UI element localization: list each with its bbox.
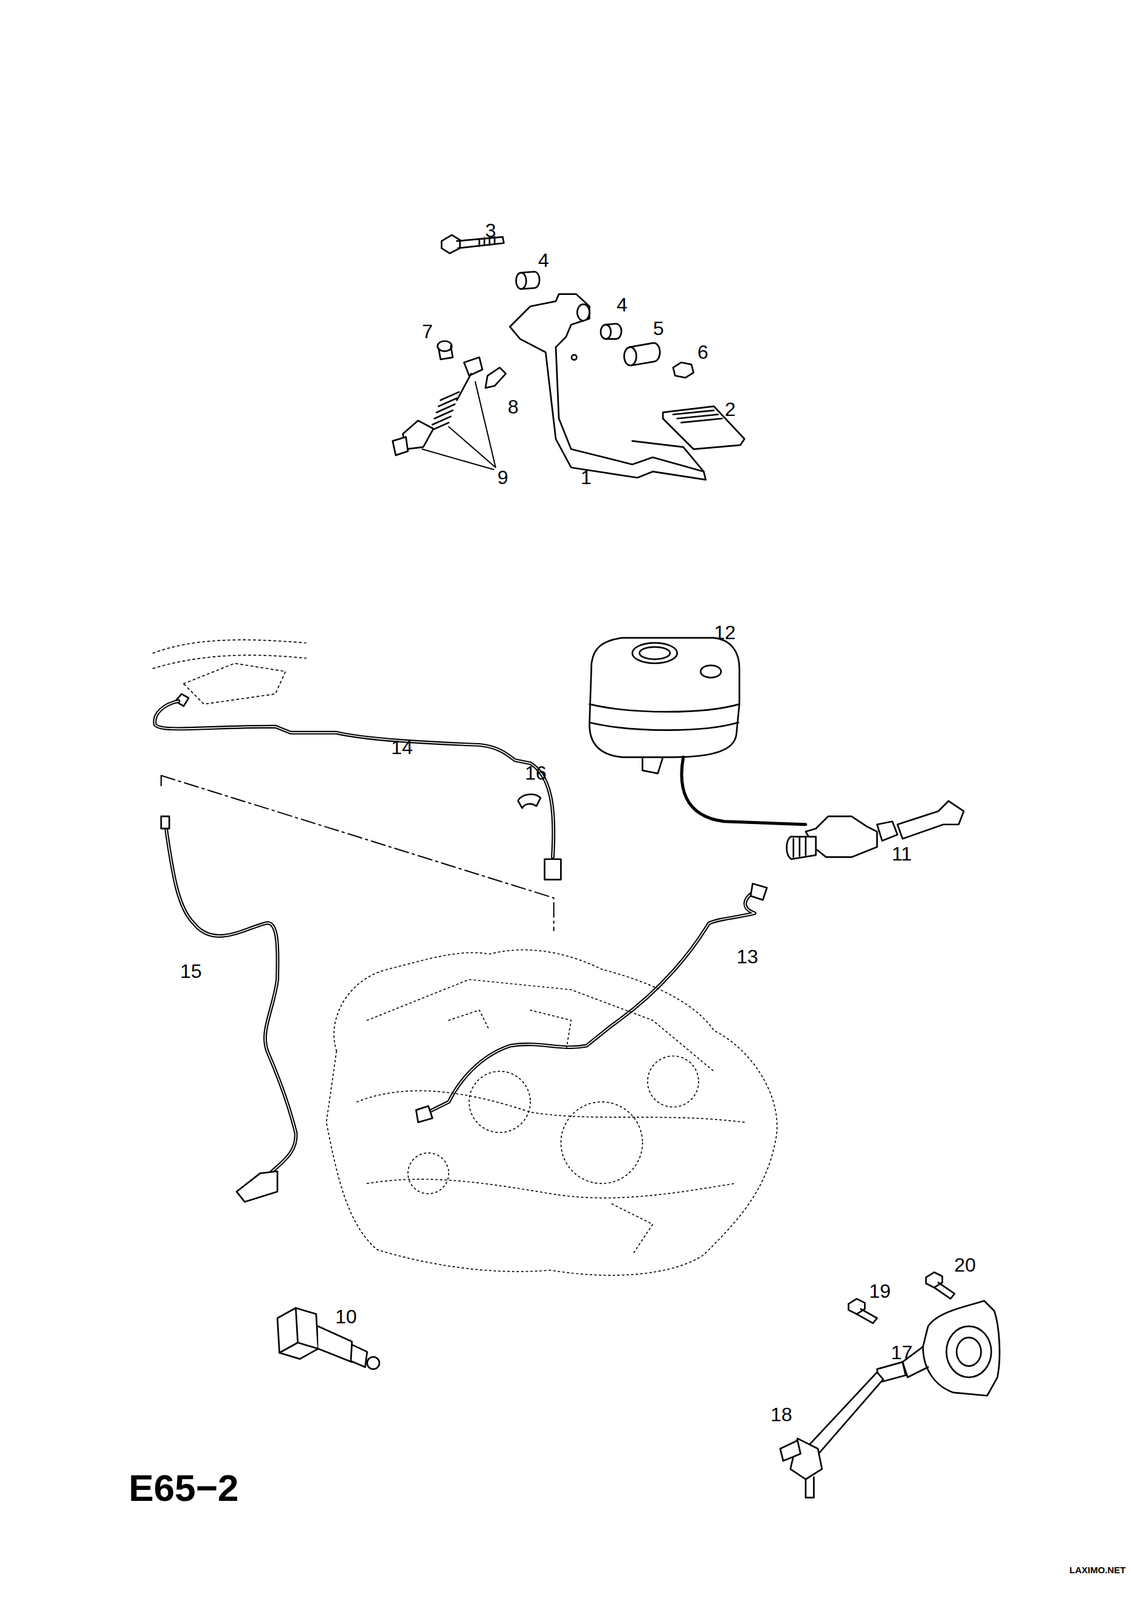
callout-number: 8 [507, 397, 519, 417]
callout-number: 1 [580, 467, 592, 488]
callout-number: 2 [724, 399, 736, 419]
callout-number: 18 [770, 1404, 793, 1425]
callout-number: 4 [616, 294, 628, 315]
callout-number: 10 [335, 1306, 357, 1327]
callout-number: 17 [890, 1342, 913, 1363]
callout-number: 11 [891, 843, 912, 864]
callout-number: 14 [390, 737, 413, 758]
pedal-assembly [392, 234, 745, 480]
callout-number: 9 [497, 467, 509, 488]
callout-number: 12 [713, 622, 736, 643]
ghost-outline [153, 639, 307, 705]
callout-number: 7 [421, 321, 433, 342]
reservoir [415, 637, 964, 1123]
watermark: LAXIMO.NET [1069, 1565, 1127, 1575]
callout-number: 16 [524, 763, 547, 783]
callout-number: 5 [653, 318, 665, 339]
callout-number: 4 [538, 250, 550, 270]
pipe [155, 693, 562, 1202]
slave-cylinder [780, 1272, 1000, 1498]
callout-number: 15 [179, 961, 202, 981]
callout-number: 19 [868, 1281, 891, 1301]
callout-number: 3 [485, 220, 497, 241]
callout-number: 13 [736, 946, 759, 967]
transmission-outline [326, 949, 778, 1276]
switch [277, 1307, 380, 1370]
callout-number: 6 [697, 342, 709, 362]
diagram-code: E65−2 [128, 1469, 239, 1507]
callout-number: 20 [954, 1255, 976, 1275]
